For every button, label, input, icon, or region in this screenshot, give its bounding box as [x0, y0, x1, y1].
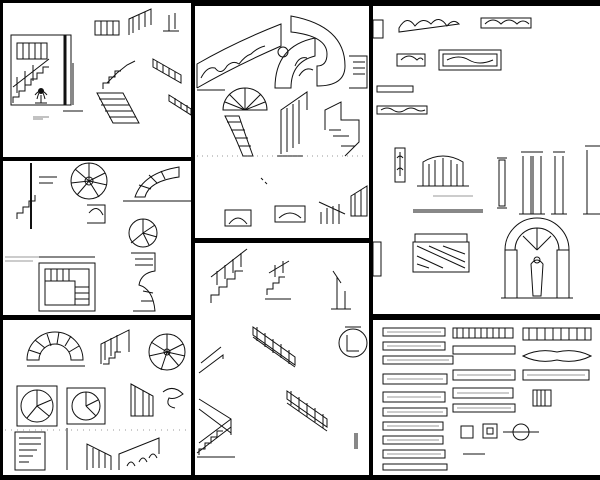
- handrail-sections-drawing: [195, 243, 369, 475]
- ornamental-ironwork-columns-sheet: [373, 6, 600, 314]
- spiral-stair-details-sheet: [3, 320, 191, 475]
- handrail-stair-sections-sheet: [195, 243, 369, 475]
- railing-elevations-sheet: [373, 320, 600, 475]
- spiral-staircase-plans-sheet: [3, 161, 191, 315]
- spiral-stair-details-drawing: [3, 320, 191, 475]
- stair-elevation-drawing: [3, 3, 191, 157]
- ironwork-columns-drawing: [373, 6, 600, 314]
- potted-plant-icon: [35, 88, 47, 103]
- stair-elevation-sheet: [3, 3, 191, 157]
- curved-staircase-sheet: [195, 6, 369, 238]
- spiral-stair-plans-drawing: [3, 161, 191, 315]
- railing-elevations-drawing: [373, 320, 600, 475]
- curved-staircase-drawing: [195, 6, 369, 238]
